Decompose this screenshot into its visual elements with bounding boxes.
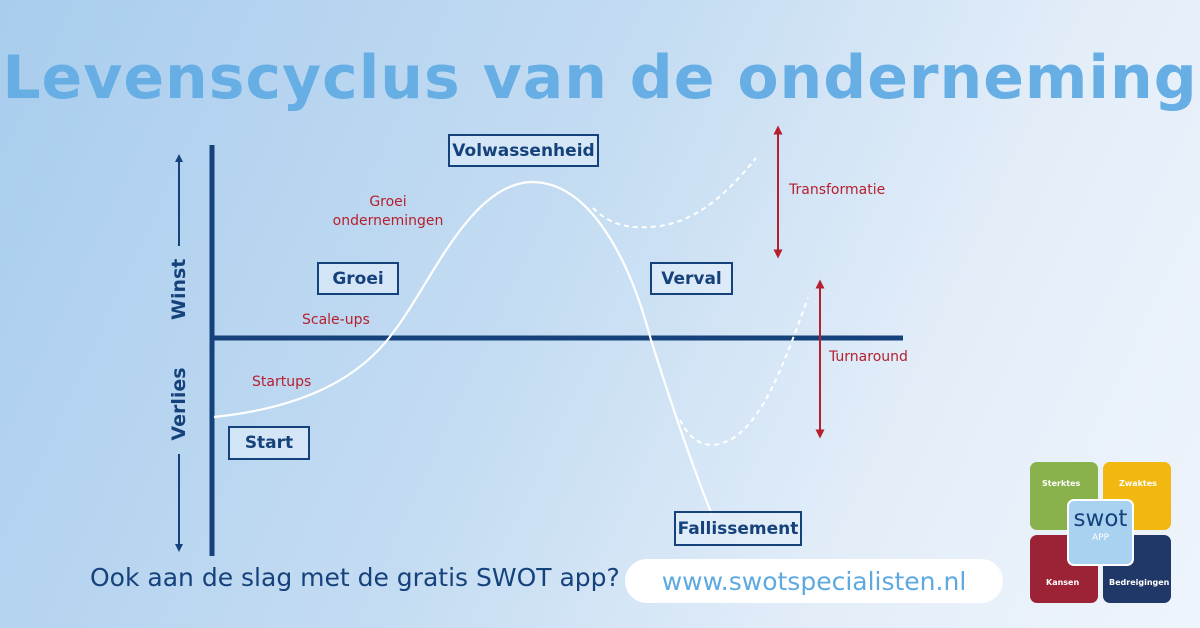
page-title: Levenscyclus van de onderneming xyxy=(2,43,1198,113)
swot-app-label: APP xyxy=(1091,533,1109,543)
weaknesses-label: Zwaktes xyxy=(1119,479,1157,488)
phase-decline-box: Verval xyxy=(650,262,733,295)
phase-start-box: Start xyxy=(228,426,310,460)
turnaround-label: Turnaround xyxy=(829,349,908,365)
swot-brand-label: swot xyxy=(1073,506,1128,532)
phase-maturity-box: Volwassenheid xyxy=(448,134,599,167)
opportunities-label: Kansen xyxy=(1046,578,1080,587)
transformation-label: Transformatie xyxy=(789,182,886,198)
swot-app-logo[interactable]: Sterktes Zwaktes Kansen Bedreigingen swo… xyxy=(1030,462,1171,603)
website-link[interactable]: www.swotspecialisten.nl xyxy=(625,559,1003,603)
growth-companies-line-2: ondernemingen xyxy=(332,213,444,229)
lifecycle-curve xyxy=(213,180,714,516)
transformation-curve xyxy=(592,157,757,229)
cta-question: Ook aan de slag met de gratis SWOT app? xyxy=(90,563,620,592)
turnaround-curve xyxy=(679,297,809,446)
threats-label: Bedreigingen xyxy=(1109,578,1170,587)
growth-companies-label: Groei ondernemingen xyxy=(330,193,446,231)
strengths-label: Sterktes xyxy=(1042,479,1081,488)
swot-brand-tile: swot APP xyxy=(1067,499,1134,566)
phase-bankruptcy-box: Fallissement xyxy=(674,511,802,546)
phase-growth-box: Groei xyxy=(317,262,399,295)
scaleups-label: Scale-ups xyxy=(302,312,370,328)
verlies-axis-label: Verlies xyxy=(168,367,190,441)
growth-companies-line-1: Groei xyxy=(369,194,407,210)
startups-label: Startups xyxy=(252,374,312,390)
winst-axis-label: Winst xyxy=(168,258,190,320)
